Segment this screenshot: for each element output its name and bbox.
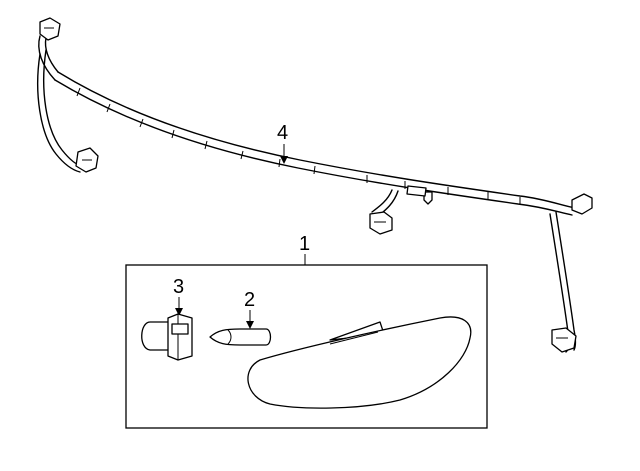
bulb-socket [141,313,193,361]
callout-2: 2 [244,289,255,311]
connector-center [369,211,393,235]
arrow-2 [246,321,254,329]
callout-3: 3 [173,276,184,298]
connector-right-bottom [551,327,577,353]
wiring-harness [37,17,593,353]
callout-4: 4 [277,122,288,144]
callout-1: 1 [299,233,310,255]
bulb [209,328,272,346]
harness-sleeve [406,185,427,197]
connector-top-left [39,17,61,41]
harness-clip [423,191,433,205]
arrow-4 [280,156,288,164]
connector-right-top [571,193,593,215]
marker-lamp-lens [247,316,472,409]
arrow-3 [175,308,183,316]
